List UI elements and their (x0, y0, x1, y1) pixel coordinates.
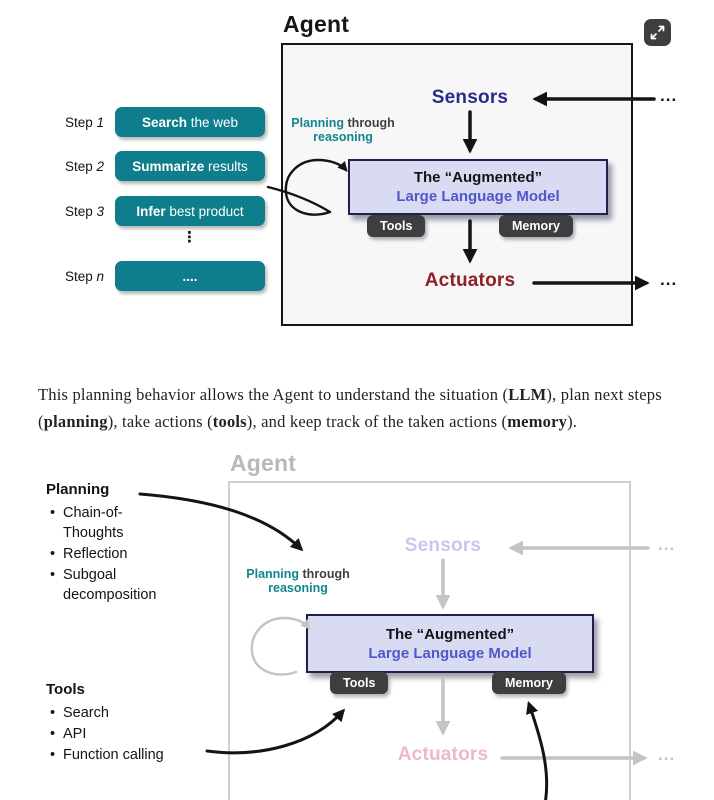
planning-through-reasoning-label: Planning through reasoning (291, 116, 395, 144)
figure2-title: Agent (230, 450, 297, 476)
vertical-ellipsis: ⋮ (182, 229, 197, 246)
step-label: Step n (64, 268, 104, 284)
step-label: Step 2 (64, 158, 104, 174)
list-item: Function calling (48, 745, 190, 765)
figure1-title: Agent (283, 11, 350, 37)
tools-tab: Tools (330, 672, 389, 694)
list-item: Search (48, 703, 190, 723)
list-item: Subgoal decomposition (48, 565, 180, 605)
llm-subtitle: Large Language Model (368, 644, 532, 662)
step-label: Step 3 (64, 203, 104, 219)
planning-through-reasoning-label: Planning through reasoning (246, 567, 350, 595)
step-row-2: Step 2 Summarize results (32, 151, 265, 181)
llm-title: The “Augmented” (385, 625, 515, 643)
llm-subtitle: Large Language Model (396, 188, 560, 205)
bold-llm: LLM (508, 384, 547, 404)
step-row-1: Step 1 Search the web (32, 107, 265, 137)
actuators-label: Actuators (424, 270, 516, 291)
output-ellipsis-faded: ... (658, 745, 676, 764)
tools-list: Search API Function calling (48, 703, 190, 766)
bold-tools: tools (212, 412, 247, 431)
memory-tab: Memory (492, 672, 566, 694)
tools-heading: Tools (46, 681, 85, 698)
tools-tab: Tools (367, 215, 426, 237)
planning-list: Chain-of-Thoughts Reflection Subgoal dec… (48, 503, 180, 606)
list-item: Reflection (48, 544, 180, 564)
bold-memory: memory (507, 412, 568, 431)
actuators-label-faded: Actuators (397, 744, 489, 765)
list-item: Chain-of-Thoughts (48, 503, 180, 543)
step-row-n: Step n .... (32, 261, 265, 291)
input-ellipsis-faded: ... (658, 535, 676, 554)
input-ellipsis: ... (660, 86, 678, 105)
sensors-label: Sensors (431, 87, 509, 108)
augmented-llm-box: The “Augmented” Large Language Model (348, 159, 608, 215)
memory-tab: Memory (499, 215, 573, 237)
sensors-label-faded: Sensors (404, 535, 482, 556)
caption-paragraph: This planning behavior allows the Agent … (38, 384, 662, 432)
bold-planning: planning (43, 412, 108, 431)
step-button-summarize: Summarize results (115, 151, 265, 181)
expand-button[interactable] (644, 19, 671, 46)
expand-icon (650, 25, 665, 40)
planning-heading: Planning (46, 481, 110, 498)
step-label: Step 1 (64, 114, 104, 130)
list-item: API (48, 724, 190, 744)
step-button-search: Search the web (115, 107, 265, 137)
step-row-3: Step 3 Infer best product (32, 196, 265, 226)
augmented-llm-box: The “Augmented” Large Language Model (306, 614, 594, 673)
step-button-infer: Infer best product (115, 196, 265, 226)
output-ellipsis: ... (660, 270, 678, 289)
step-button-n: .... (115, 261, 265, 291)
llm-title: The “Augmented” (413, 169, 543, 186)
